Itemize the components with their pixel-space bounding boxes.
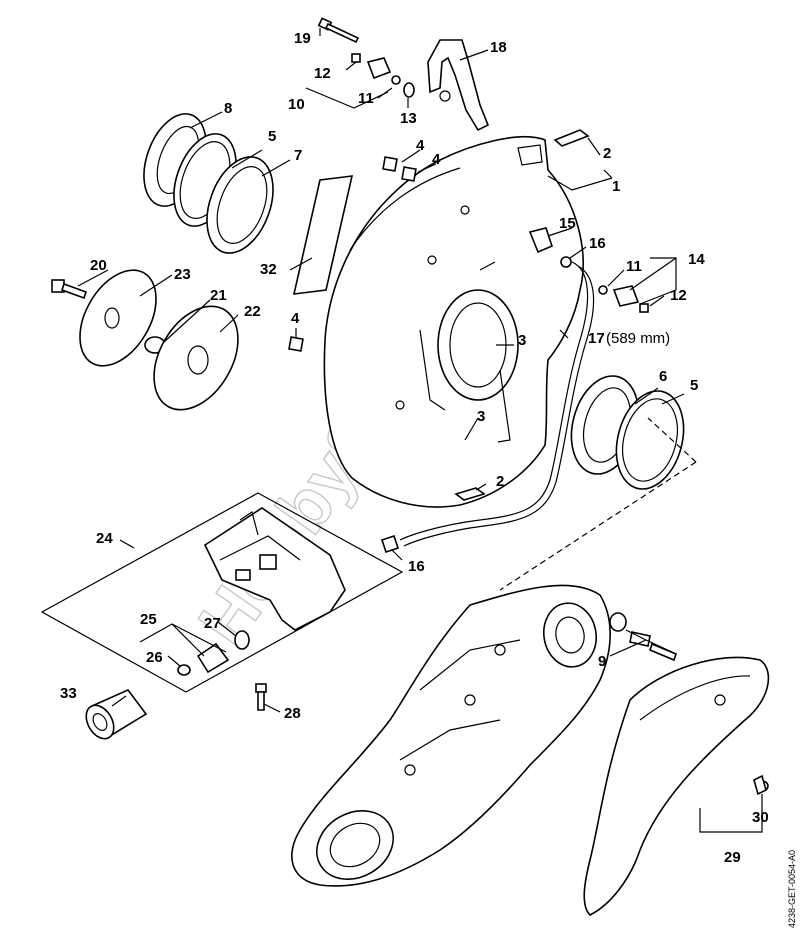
callout-20: 20 [90, 257, 107, 274]
callout-26: 26 [146, 649, 163, 666]
callout-3-top: 3 [518, 332, 526, 349]
wheel-guard-part [323, 136, 584, 508]
callout-7: 7 [294, 147, 302, 164]
callout-4-a: 4 [416, 137, 425, 154]
nut-4-a [382, 156, 398, 172]
callout-2-bottom: 2 [496, 473, 504, 490]
callout-2-top: 2 [603, 145, 611, 162]
nut-4-b [401, 166, 417, 182]
water-hose-assembly [380, 227, 595, 554]
callout-11-right: 11 [626, 258, 642, 275]
callout-8: 8 [224, 100, 232, 117]
callout-28: 28 [284, 705, 301, 722]
callout-22: 22 [244, 303, 261, 320]
callout-16-bottom: 16 [408, 558, 425, 575]
callout-29: 29 [724, 849, 741, 866]
adjust-screw-cluster [351, 53, 415, 98]
callout-6: 6 [659, 368, 667, 385]
clip-2-bottom [454, 487, 486, 501]
callout-labels: 1 2 2 3 3 4 4 4 5 5 6 7 8 9 10 11 11 12 … [60, 30, 769, 866]
crankcase-housing-part [291, 584, 611, 887]
adjust-screw-right [598, 285, 649, 313]
side-cover-part [583, 656, 770, 916]
screw-28-part [255, 683, 267, 711]
fitting-parts [177, 630, 250, 676]
callout-15: 15 [559, 215, 576, 232]
callout-4-b: 4 [432, 151, 441, 168]
callout-14: 14 [688, 251, 705, 268]
callout-19: 19 [294, 30, 311, 47]
leader-lines [77, 28, 763, 833]
callout-32: 32 [260, 261, 277, 278]
callout-27: 27 [204, 615, 221, 632]
callout-23: 23 [174, 266, 191, 283]
callout-13: 13 [400, 110, 417, 127]
callout-18: 18 [490, 39, 507, 56]
bolts-9-part [609, 612, 677, 662]
callout-21: 21 [210, 287, 227, 304]
callout-5-upper: 5 [268, 128, 276, 145]
callout-11-top: 11 [358, 90, 374, 107]
callout-25: 25 [140, 611, 157, 628]
callout-17: 17 [588, 330, 605, 347]
guard-handle-part [427, 39, 490, 132]
bolt-19-part [317, 17, 360, 44]
callout-17-length: (589 mm) [606, 330, 670, 347]
screw-30-part [753, 774, 769, 796]
clip-2-top [553, 129, 590, 147]
callout-9: 9 [598, 653, 606, 670]
drawing-code: 4238-GET-0054-A0 [787, 850, 797, 928]
nut-4-c [288, 336, 304, 352]
valve-assembly-24 [40, 492, 404, 693]
callout-1: 1 [612, 178, 620, 195]
callout-3-bottom: 3 [477, 408, 485, 425]
callout-12-right: 12 [670, 287, 687, 304]
callout-10: 10 [288, 96, 305, 113]
bearing-rings-upper [143, 113, 274, 254]
callout-30: 30 [752, 809, 769, 826]
callout-33: 33 [60, 685, 77, 702]
knob-33-part [85, 689, 148, 740]
callout-16-top: 16 [589, 235, 606, 252]
flange-washers [51, 269, 239, 411]
callout-5-right: 5 [690, 377, 698, 394]
callout-12-top: 12 [314, 65, 331, 82]
callout-4-c: 4 [291, 310, 300, 327]
callout-24: 24 [96, 530, 113, 547]
alignment-line-lower [499, 461, 697, 591]
bearing-rings-right [570, 375, 685, 490]
alignment-line-upper [647, 417, 697, 463]
label-strip-32 [292, 175, 354, 295]
